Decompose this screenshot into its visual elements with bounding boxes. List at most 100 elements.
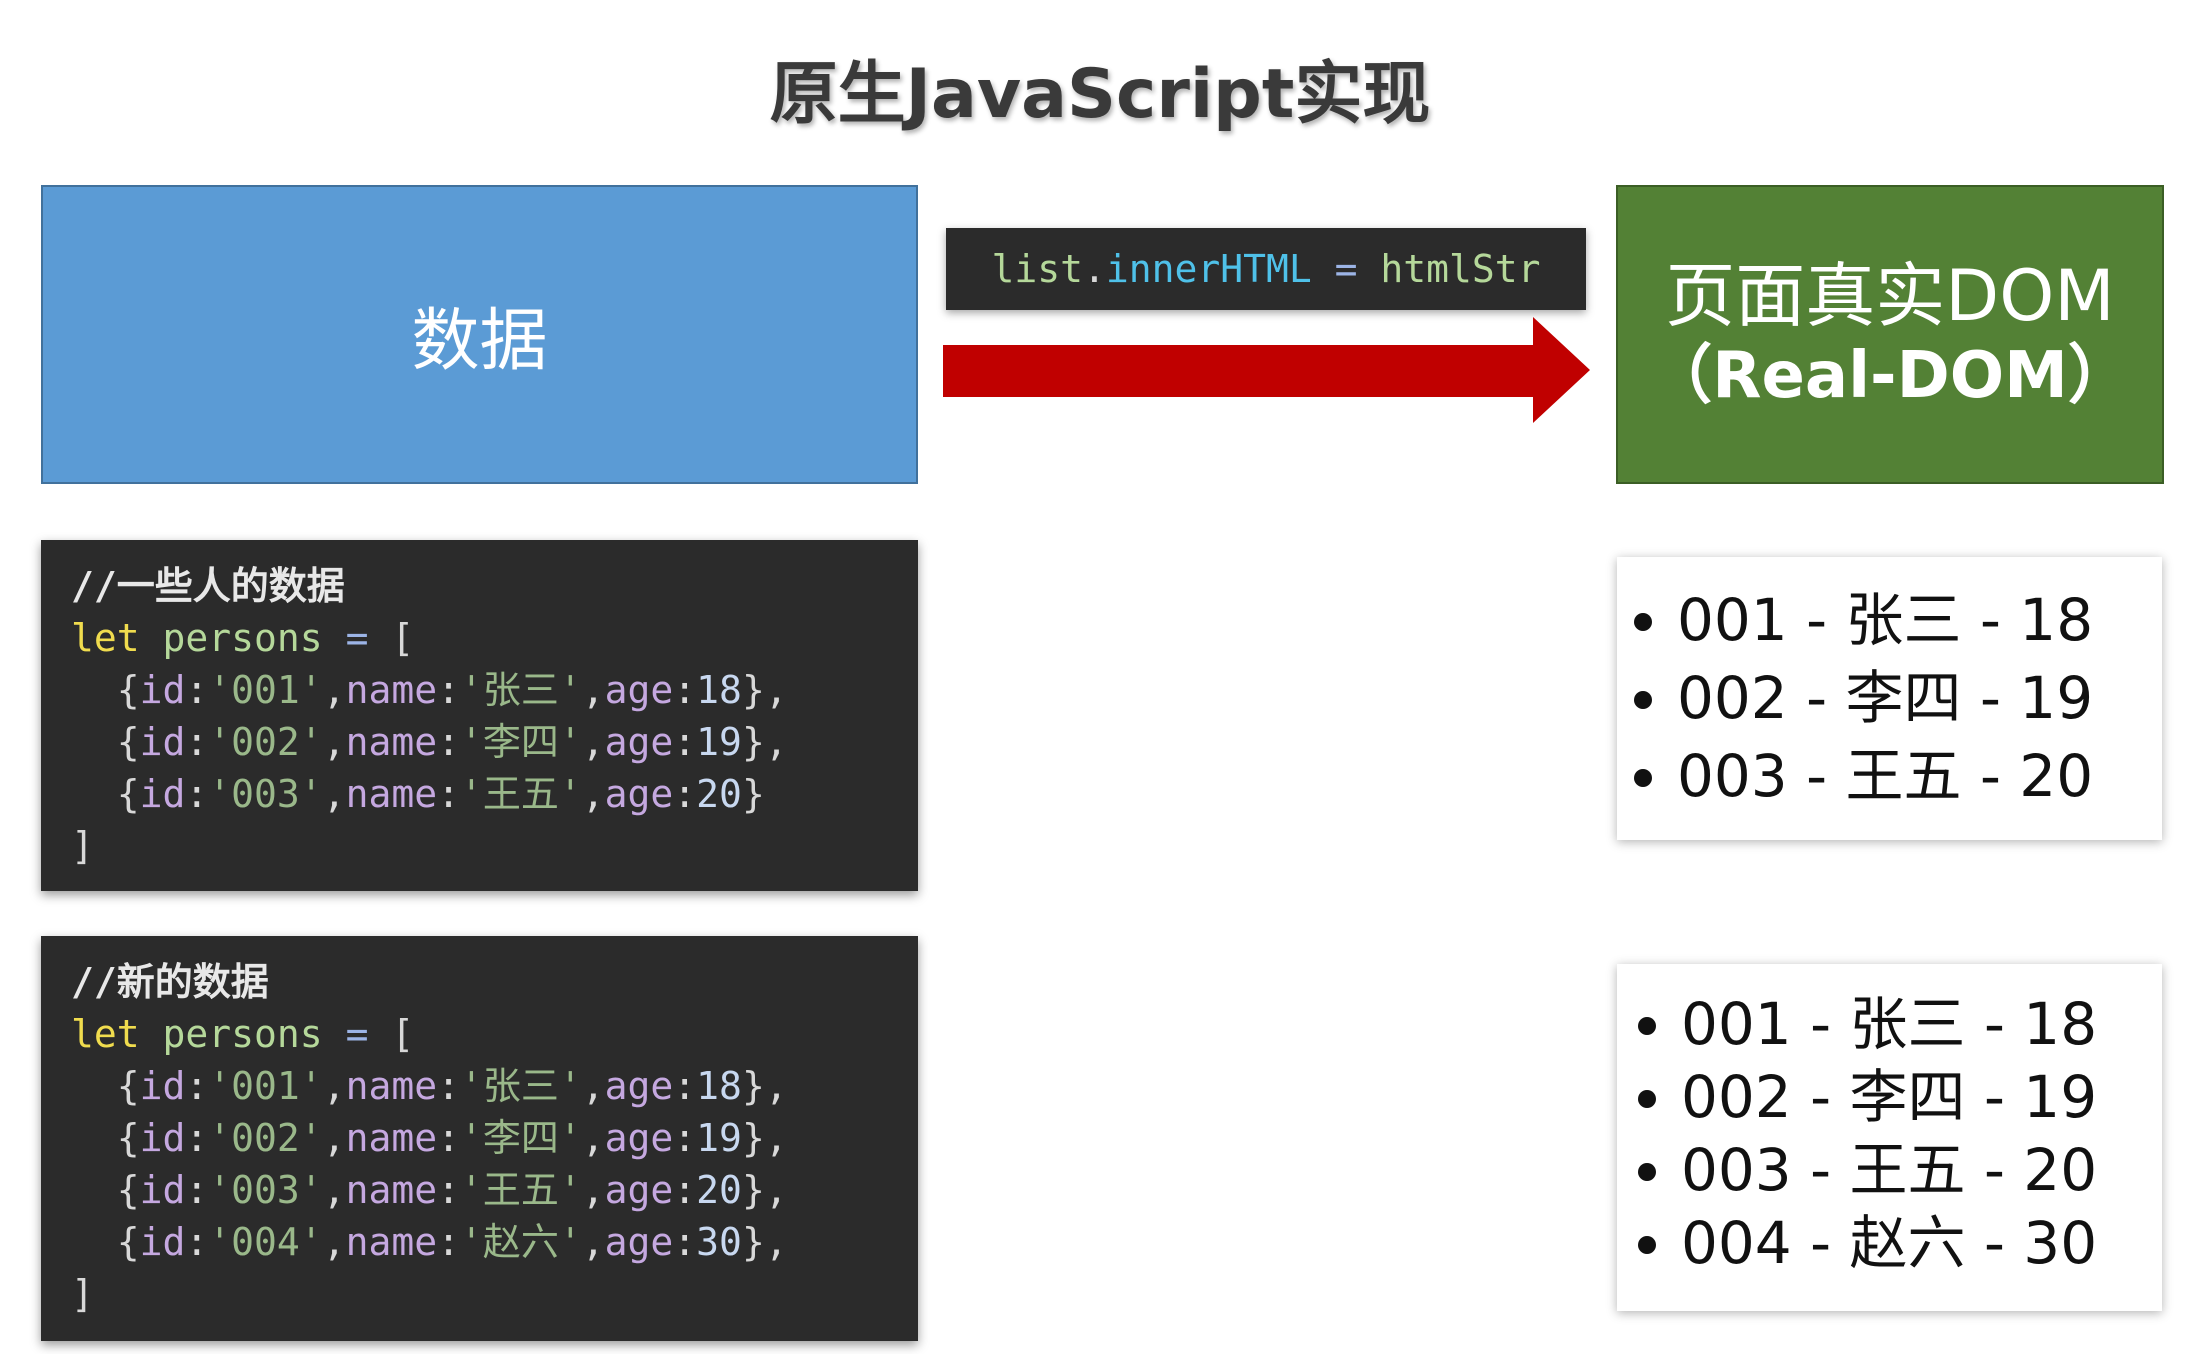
code-punctuation: name [345, 1168, 438, 1212]
code-punctuation: , [581, 1220, 605, 1264]
rendered-list-initial: 001 - 张三 - 18002 - 李四 - 19003 - 王五 - 20 [1617, 557, 2162, 840]
code-object: list [991, 247, 1083, 291]
code-punctuation: , [322, 1064, 346, 1108]
code-punctuation: id [139, 1168, 186, 1212]
code-dot: . [1082, 247, 1106, 291]
code-punctuation: age [604, 668, 674, 712]
code-punctuation: , [322, 1168, 346, 1212]
code-punctuation: , [322, 1220, 346, 1264]
code-punctuation: : [185, 1168, 209, 1212]
code-punctuation: , [322, 668, 346, 712]
real-dom-label: 页面真实DOM [1665, 255, 2115, 338]
code-punctuation: age [604, 1116, 674, 1160]
code-punctuation: age [604, 772, 674, 816]
code-punctuation [323, 1012, 346, 1056]
code-punctuation [368, 1012, 391, 1056]
code-punctuation: : [437, 1116, 460, 1160]
code-id-value: '003' [208, 1168, 323, 1212]
code-punctuation [140, 616, 163, 660]
code-name-value: '张三' [459, 668, 582, 712]
code-punctuation: , [581, 1064, 605, 1108]
code-property: innerHTML [1105, 247, 1312, 291]
list-item: 003 - 王五 - 20 [1681, 1134, 2162, 1207]
code-punctuation: : [437, 720, 460, 764]
code-punctuation: : [673, 1064, 697, 1108]
code-punctuation: : [437, 668, 460, 712]
code-punctuation: , [322, 1116, 346, 1160]
code-punctuation: : [673, 668, 697, 712]
page-title: 原生JavaScript实现 [769, 55, 1431, 134]
code-punctuation: : [673, 720, 697, 764]
code-id-value: '004' [208, 1220, 323, 1264]
code-punctuation [368, 616, 391, 660]
code-punctuation: , [581, 668, 605, 712]
code-age-value: 19 [696, 1116, 742, 1160]
code-keyword: let [71, 1012, 140, 1056]
code-punctuation: name [345, 720, 438, 764]
code-punctuation: : [673, 1220, 697, 1264]
code-punctuation: : [673, 1168, 697, 1212]
code-object-line: {id:'001',name:'张三',age:18}, [71, 1060, 888, 1112]
list-item: 002 - 李四 - 19 [1677, 659, 2162, 737]
code-punctuation: : [437, 1168, 460, 1212]
code-object-end: }, [741, 1220, 788, 1264]
code-object-line: {id:'003',name:'王五',age:20}, [71, 1164, 888, 1216]
code-punctuation: { [71, 1116, 140, 1160]
code-punctuation: name [345, 1116, 438, 1160]
code-punctuation: age [604, 1168, 674, 1212]
code-punctuation: { [71, 668, 140, 712]
code-age-value: 18 [696, 668, 742, 712]
code-punctuation: : [437, 1064, 460, 1108]
list-item: 001 - 张三 - 18 [1681, 988, 2162, 1061]
code-punctuation: , [581, 1168, 605, 1212]
code-declaration-line: let persons = [ [71, 612, 888, 664]
code-punctuation: : [185, 668, 209, 712]
code-object-line: {id:'002',name:'李四',age:19}, [71, 1112, 888, 1164]
right-arrow-icon [943, 317, 1590, 423]
code-punctuation [323, 616, 346, 660]
code-id-value: '002' [208, 1116, 323, 1160]
code-punctuation: id [139, 720, 186, 764]
code-id-value: '002' [208, 720, 323, 764]
code-punctuation: : [185, 1220, 209, 1264]
code-punctuation: { [71, 772, 140, 816]
code-punctuation: id [139, 1116, 186, 1160]
code-variable: persons [162, 616, 323, 660]
code-age-value: 30 [696, 1220, 742, 1264]
code-punctuation: : [185, 720, 209, 764]
code-operator: = [345, 1012, 369, 1056]
code-punctuation: : [673, 1116, 697, 1160]
code-value: htmlStr [1380, 247, 1541, 291]
code-punctuation: name [345, 772, 438, 816]
code-name-value: '赵六' [459, 1220, 582, 1264]
code-punctuation [140, 1012, 163, 1056]
code-age-value: 18 [696, 1064, 742, 1108]
code-punctuation: { [71, 1064, 140, 1108]
code-punctuation: : [185, 772, 209, 816]
code-close-bracket: ] [71, 824, 94, 868]
code-name-value: '王五' [459, 1168, 582, 1212]
code-keyword: let [71, 616, 140, 660]
code-object-end: }, [741, 1064, 788, 1108]
code-punctuation: , [581, 720, 605, 764]
real-dom-box: 页面真实DOM （Real-DOM） [1616, 185, 2164, 484]
code-name-value: '张三' [459, 1064, 582, 1108]
code-open-bracket: [ [391, 1012, 415, 1056]
code-object-end: }, [741, 1116, 788, 1160]
code-punctuation: id [139, 772, 186, 816]
code-close-bracket: ] [71, 1272, 94, 1316]
code-punctuation: name [345, 1064, 438, 1108]
code-punctuation: id [139, 1220, 186, 1264]
code-id-value: '003' [208, 772, 323, 816]
code-punctuation: , [322, 720, 346, 764]
list-item: 004 - 赵六 - 30 [1681, 1207, 2162, 1280]
code-punctuation: , [322, 772, 346, 816]
code-punctuation: { [71, 720, 140, 764]
code-punctuation: name [345, 1220, 438, 1264]
code-punctuation: { [71, 1220, 140, 1264]
code-punctuation: name [345, 668, 438, 712]
code-name-value: '李四' [459, 720, 582, 764]
arrow-shape [943, 317, 1590, 423]
code-punctuation: : [185, 1064, 209, 1108]
